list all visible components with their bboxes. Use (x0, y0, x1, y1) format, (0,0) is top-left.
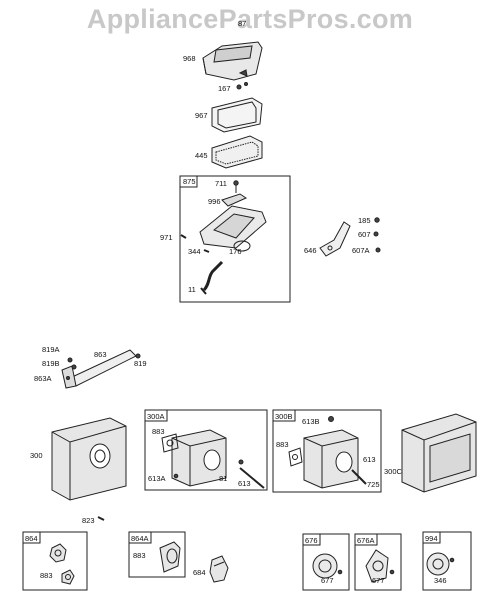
label-167: 167 (218, 84, 231, 93)
label-883b: 883 (276, 440, 289, 449)
box-994 (422, 531, 472, 591)
label-646: 646 (304, 246, 317, 255)
label-607a: 607A (352, 246, 370, 255)
label-863a: 863A (34, 374, 52, 383)
label-676: 676 (305, 536, 318, 545)
spark-arrester-684[interactable] (209, 555, 229, 583)
label-684: 684 (193, 568, 206, 577)
deflector-864[interactable] (49, 543, 75, 585)
box-676a (354, 533, 402, 591)
screw-823[interactable] (97, 516, 105, 521)
box-676a-tag (354, 533, 378, 546)
label-613b-label: 613B (302, 417, 320, 426)
label-819: 819 (134, 359, 147, 368)
label-677b: 677 (372, 576, 385, 585)
heat-shield-863[interactable] (61, 349, 141, 389)
box-300a (144, 409, 268, 491)
label-725: 725 (367, 480, 380, 489)
box-864-tag (22, 531, 41, 544)
screw-613a[interactable] (173, 473, 179, 479)
breather-tube[interactable] (200, 260, 224, 295)
label-677a: 677 (321, 576, 334, 585)
label-613a-label: 613A (148, 474, 166, 483)
label-996: 996 (208, 197, 221, 206)
label-875: 875 (183, 177, 196, 186)
label-883c: 883 (40, 571, 53, 580)
air-cleaner-base[interactable] (199, 180, 267, 249)
screw-613b[interactable] (328, 416, 334, 422)
box-300a-tag (144, 409, 168, 422)
label-971: 971 (160, 233, 173, 242)
label-967: 967 (195, 111, 208, 120)
gasket-883b[interactable] (288, 447, 303, 467)
deflector-864a[interactable] (159, 541, 181, 573)
label-864: 864 (25, 534, 38, 543)
label-864a: 864A (131, 534, 149, 543)
box-864a-tag (128, 531, 152, 544)
label-346: 346 (434, 576, 447, 585)
label-300b: 300B (275, 412, 293, 421)
screw-613-rod[interactable] (238, 459, 265, 489)
muffler-300b[interactable] (303, 429, 367, 489)
label-994: 994 (425, 534, 438, 543)
muffler-300a[interactable] (171, 429, 227, 487)
box-676 (302, 533, 350, 591)
bracket-646[interactable] (319, 221, 351, 257)
label-607: 607 (358, 230, 371, 239)
label-176: 176 (229, 247, 242, 256)
label-300: 300 (30, 451, 43, 460)
box-864a (128, 531, 186, 578)
air-cleaner-cover[interactable] (202, 41, 263, 81)
label-87: 87 (238, 19, 246, 28)
label-300a: 300A (147, 412, 165, 421)
muffler-300[interactable] (51, 417, 127, 501)
label-344: 344 (188, 247, 201, 256)
box-994-tag (422, 531, 441, 544)
watermark: AppliancePartsPros.com (86, 4, 414, 34)
gasket-176[interactable] (233, 240, 251, 252)
label-883a: 883 (152, 427, 165, 436)
label-863: 863 (94, 350, 107, 359)
label-819a: 819A (42, 345, 60, 354)
screw-971[interactable] (180, 234, 187, 239)
muffler-300c[interactable] (401, 413, 477, 493)
label-676a: 676A (357, 536, 375, 545)
label-81: 81 (219, 474, 227, 483)
label-11: 11 (188, 285, 196, 294)
screws-185-607[interactable] (373, 217, 381, 253)
guard-676a[interactable] (365, 549, 395, 583)
air-filter[interactable] (211, 135, 263, 169)
box-875 (179, 175, 291, 303)
label-300c: 300C (384, 467, 403, 476)
label-968: 968 (183, 54, 196, 63)
box-676-tag (302, 533, 321, 546)
guard-676[interactable] (312, 553, 343, 579)
screw-344[interactable] (203, 249, 210, 253)
label-613-b: 613 (363, 455, 376, 464)
label-819b: 819B (42, 359, 60, 368)
pre-cleaner[interactable] (211, 97, 263, 133)
label-883d: 883 (133, 551, 146, 560)
label-823: 823 (82, 516, 95, 525)
label-711: 711 (215, 179, 227, 188)
box-875-tag (179, 175, 198, 188)
part-167-nut[interactable] (236, 82, 248, 90)
box-864 (22, 531, 88, 591)
label-185: 185 (358, 216, 371, 225)
label-445: 445 (195, 151, 208, 160)
box-300b-tag (272, 409, 296, 422)
gasket-883a[interactable] (161, 433, 179, 453)
box-300b (272, 409, 382, 493)
muffler-guard-994[interactable] (426, 552, 455, 576)
label-613-a: 613 (238, 479, 251, 488)
